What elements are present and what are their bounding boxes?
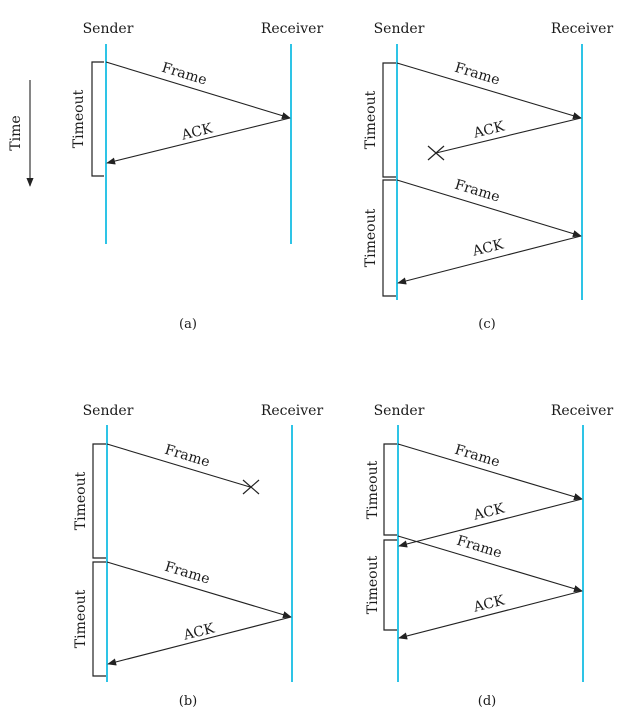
panel-d: Sender Receiver Timeout Timeout Frame AC… bbox=[365, 403, 613, 709]
panel-d-caption: (d) bbox=[478, 694, 496, 709]
panel-d-sender-label: Sender bbox=[374, 403, 425, 419]
panel-c-timeout-label-1: Timeout bbox=[363, 90, 379, 149]
panel-b-frame-arrow-2 bbox=[106, 561, 292, 619]
panel-c: Sender Receiver Timeout Timeout Frame AC… bbox=[363, 21, 613, 332]
panel-a-receiver-label: Receiver bbox=[261, 21, 324, 37]
panel-d-timeout-bracket-1 bbox=[383, 443, 397, 536]
panel-a-frame-label: Frame bbox=[160, 60, 209, 89]
panel-c-sender-label: Sender bbox=[374, 21, 425, 37]
panel-d-ack-arrow-1 bbox=[398, 498, 583, 548]
panel-b-frame-arrow-lost bbox=[106, 443, 251, 488]
panel-c-timeout-label-2: Timeout bbox=[363, 208, 379, 267]
panel-c-ack-lost-x-icon bbox=[427, 145, 445, 161]
panel-b-frame-label-2: Frame bbox=[163, 559, 212, 588]
panel-c-timeout-bracket-1 bbox=[382, 62, 396, 178]
panel-b-frame-label-1: Frame bbox=[163, 442, 212, 471]
time-axis-label: Time bbox=[8, 115, 24, 150]
panel-b-receiver-label: Receiver bbox=[261, 403, 324, 419]
time-axis: Time bbox=[8, 80, 34, 187]
panel-d-timeout-label-1: Timeout bbox=[365, 460, 381, 519]
panel-c-ack-arrow-lost bbox=[435, 117, 582, 154]
panel-c-caption: (c) bbox=[478, 317, 495, 332]
panel-a-caption: (a) bbox=[179, 317, 197, 332]
panel-d-frame-label-2: Frame bbox=[455, 533, 504, 562]
panel-d-receiver-label: Receiver bbox=[551, 403, 614, 419]
panel-c-timeout-bracket-2 bbox=[382, 179, 396, 297]
panel-c-ack-arrow-2 bbox=[397, 235, 582, 285]
panel-b: Sender Receiver Timeout Timeout Frame Fr… bbox=[73, 403, 323, 709]
panel-a-timeout-bracket bbox=[91, 61, 104, 177]
panel-b-frame-lost-x-icon bbox=[242, 479, 260, 495]
panel-b-timeout-bracket-2 bbox=[92, 561, 106, 677]
panel-b-sender-label: Sender bbox=[83, 403, 134, 419]
panel-b-timeout-label-2: Timeout bbox=[73, 589, 89, 648]
panel-d-timeout-bracket-2 bbox=[383, 539, 397, 631]
panel-d-frame-label-1: Frame bbox=[453, 442, 502, 471]
panel-b-timeout-bracket-1 bbox=[92, 443, 106, 559]
panel-c-frame-label-1: Frame bbox=[453, 60, 502, 89]
panel-a-ack-arrow bbox=[106, 117, 291, 165]
panel-c-ack-label-1: ACK bbox=[471, 118, 507, 141]
panel-c-frame-arrow-2 bbox=[396, 179, 582, 238]
panel-b-caption: (b) bbox=[179, 694, 197, 709]
panel-b-ack-label: ACK bbox=[181, 620, 217, 643]
panel-a: Sender Receiver Timeout Frame ACK (a) bbox=[71, 21, 323, 332]
panel-d-frame-arrow-1 bbox=[397, 443, 583, 501]
panel-d-ack-label-2: ACK bbox=[471, 592, 507, 615]
panel-c-receiver-label: Receiver bbox=[551, 21, 614, 37]
panel-b-timeout-label-1: Timeout bbox=[73, 471, 89, 530]
panel-a-sender-label: Sender bbox=[83, 21, 134, 37]
panel-b-ack-arrow bbox=[107, 616, 292, 666]
panel-c-ack-label-2: ACK bbox=[470, 236, 506, 259]
panel-c-frame-arrow-1 bbox=[396, 62, 582, 120]
panel-c-frame-label-2: Frame bbox=[453, 177, 502, 206]
panel-d-ack-arrow-2 bbox=[398, 590, 583, 640]
panel-a-ack-label: ACK bbox=[179, 120, 215, 143]
panel-a-timeout-label: Timeout bbox=[71, 89, 87, 148]
panel-d-ack-label-1: ACK bbox=[471, 500, 507, 523]
panel-a-frame-arrow bbox=[105, 61, 291, 120]
panel-d-timeout-label-2: Timeout bbox=[365, 555, 381, 614]
panel-d-frame-arrow-2 bbox=[397, 535, 583, 593]
